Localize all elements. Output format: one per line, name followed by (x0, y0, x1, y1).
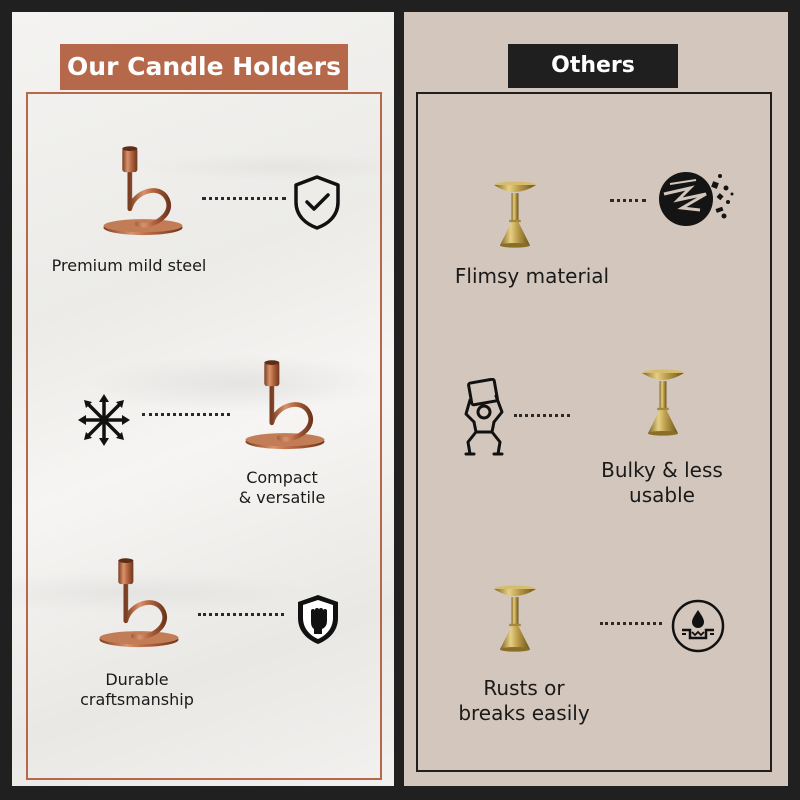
feature-label-durable-craftsmanship: Durable craftsmanship (80, 670, 194, 709)
dotted-connector (198, 613, 284, 616)
dotted-connector (610, 199, 646, 202)
copper-candle-holder-image-2 (238, 354, 332, 454)
brass-candle-holder-image-3 (486, 568, 544, 668)
others-title: Others (508, 44, 678, 88)
our-candle-holders-panel: Our Candle Holders Premium mild steel (12, 12, 394, 786)
feature-label-rusts-or-breaks: Rusts or breaks easily (458, 676, 590, 725)
dotted-connector (600, 622, 662, 625)
others-panel: Others Flimsy material (404, 12, 788, 786)
feature-label-flimsy-material: Flimsy material (454, 264, 610, 288)
shattered-circle-icon (656, 164, 736, 234)
feature-label-compact-versatile: Compact & versatile (238, 468, 326, 507)
shield-fist-icon (294, 592, 342, 646)
brass-candle-holder-image-1 (486, 164, 544, 264)
dotted-connector (202, 197, 286, 200)
feature-label-bulky-less-usable: Bulky & less usable (601, 458, 723, 507)
feature-label-premium-mild-steel: Premium mild steel (51, 256, 207, 275)
heavy-lifting-icon (460, 378, 508, 460)
copper-candle-holder-image-1 (96, 140, 190, 240)
right-panel-frame (416, 92, 772, 772)
brass-candle-holder-image-2 (634, 352, 692, 452)
expand-arrows-icon (76, 392, 132, 448)
dotted-connector (514, 414, 570, 417)
copper-candle-holder-image-3 (92, 552, 186, 652)
shield-check-icon (292, 174, 342, 230)
left-panel-frame (26, 92, 382, 780)
water-damage-icon (670, 598, 726, 654)
dotted-connector (142, 413, 230, 416)
our-candle-holders-title: Our Candle Holders (60, 44, 348, 90)
